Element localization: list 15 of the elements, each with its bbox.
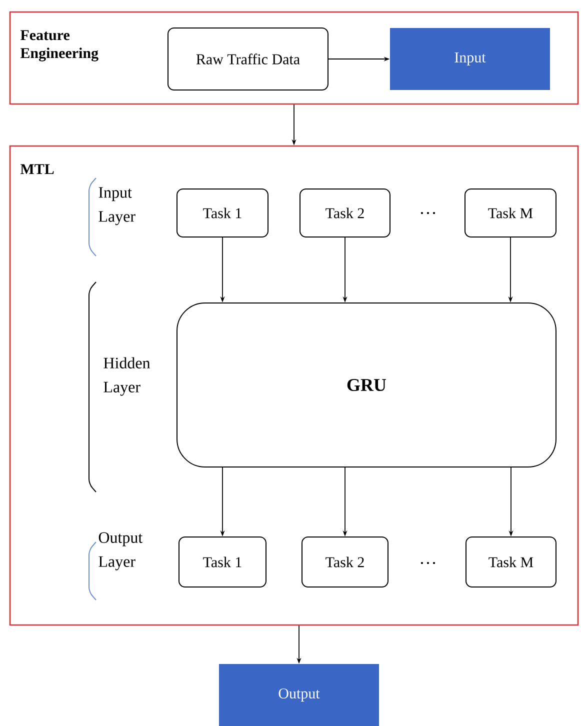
layer-label: Input Layer <box>98 187 136 226</box>
layer-label: Hidden Layer <box>104 357 150 396</box>
ellipsis: … <box>420 562 436 564</box>
process-box: Task 2 <box>302 536 388 588</box>
process-box: Task M <box>466 536 556 588</box>
process-box: Task 1 <box>176 188 268 238</box>
ellipsis: … <box>420 212 436 214</box>
data-box: Output <box>219 664 379 726</box>
process-box: Task 1 <box>178 536 266 588</box>
data-box: Input <box>390 28 550 90</box>
process-box: GRU <box>176 302 556 468</box>
process-box: Task 2 <box>300 188 390 238</box>
process-box: Task M <box>464 188 556 238</box>
layer-label: Output Layer <box>98 532 143 570</box>
process-box: Raw Traffic Data <box>168 28 328 90</box>
